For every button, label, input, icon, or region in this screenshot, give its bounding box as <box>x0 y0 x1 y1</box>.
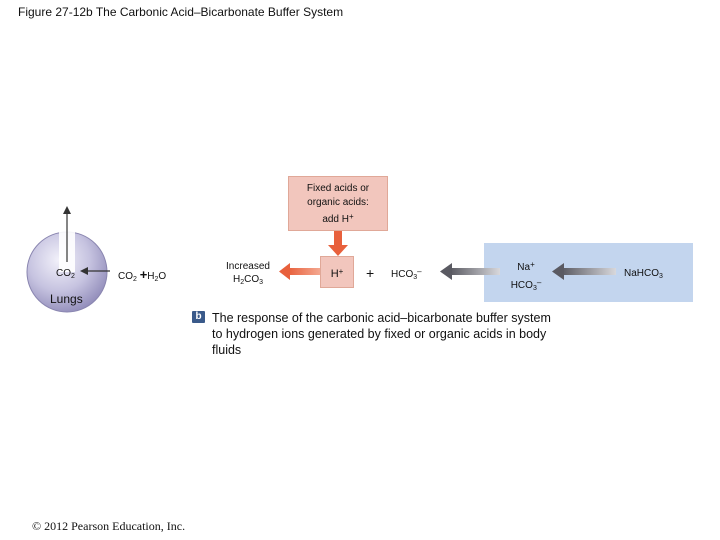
nahco3-label: NaHCO3 <box>624 268 663 280</box>
h-to-carbonic-arrow-head <box>279 263 290 280</box>
copyright-notice: © 2012 Pearson Education, Inc. <box>32 519 186 533</box>
bicarb-release-arrow-head <box>440 263 452 280</box>
figure-title: Figure 27-12b The Carbonic Acid–Bicarbon… <box>18 5 344 19</box>
lungs-label: Lungs <box>50 292 83 306</box>
panel-badge: b <box>192 311 205 323</box>
lung-co2-label: CO2 <box>56 268 75 280</box>
acid-arrow-head <box>328 245 348 256</box>
bicarbonate-ion-label: HCO3– <box>391 267 422 281</box>
nahco3-arrow-shaft <box>562 268 616 275</box>
co2-h2o-reaction: CO2 +H2O <box>118 267 167 283</box>
carbonic-acid-label: Increased H2CO3 <box>226 261 270 286</box>
acid-arrow-shaft <box>334 231 342 245</box>
bicarb-release-arrow-shaft <box>450 268 500 275</box>
exhale-arrow-head <box>63 206 71 214</box>
fixed-acids-box: Fixed acids or organic acids: add H+ <box>288 176 388 231</box>
plus-sign: + <box>366 265 375 281</box>
figure-caption: The response of the carbonic acid–bicarb… <box>212 311 551 357</box>
sodium-bicarbonate-pair: Na+ HCO3– <box>510 260 542 292</box>
co2-to-lungs-arrow-head <box>80 267 88 275</box>
nahco3-arrow-head <box>552 263 564 280</box>
hydrogen-ion-box: H+ <box>320 256 354 288</box>
h-to-carbonic-arrow-shaft <box>288 268 320 275</box>
